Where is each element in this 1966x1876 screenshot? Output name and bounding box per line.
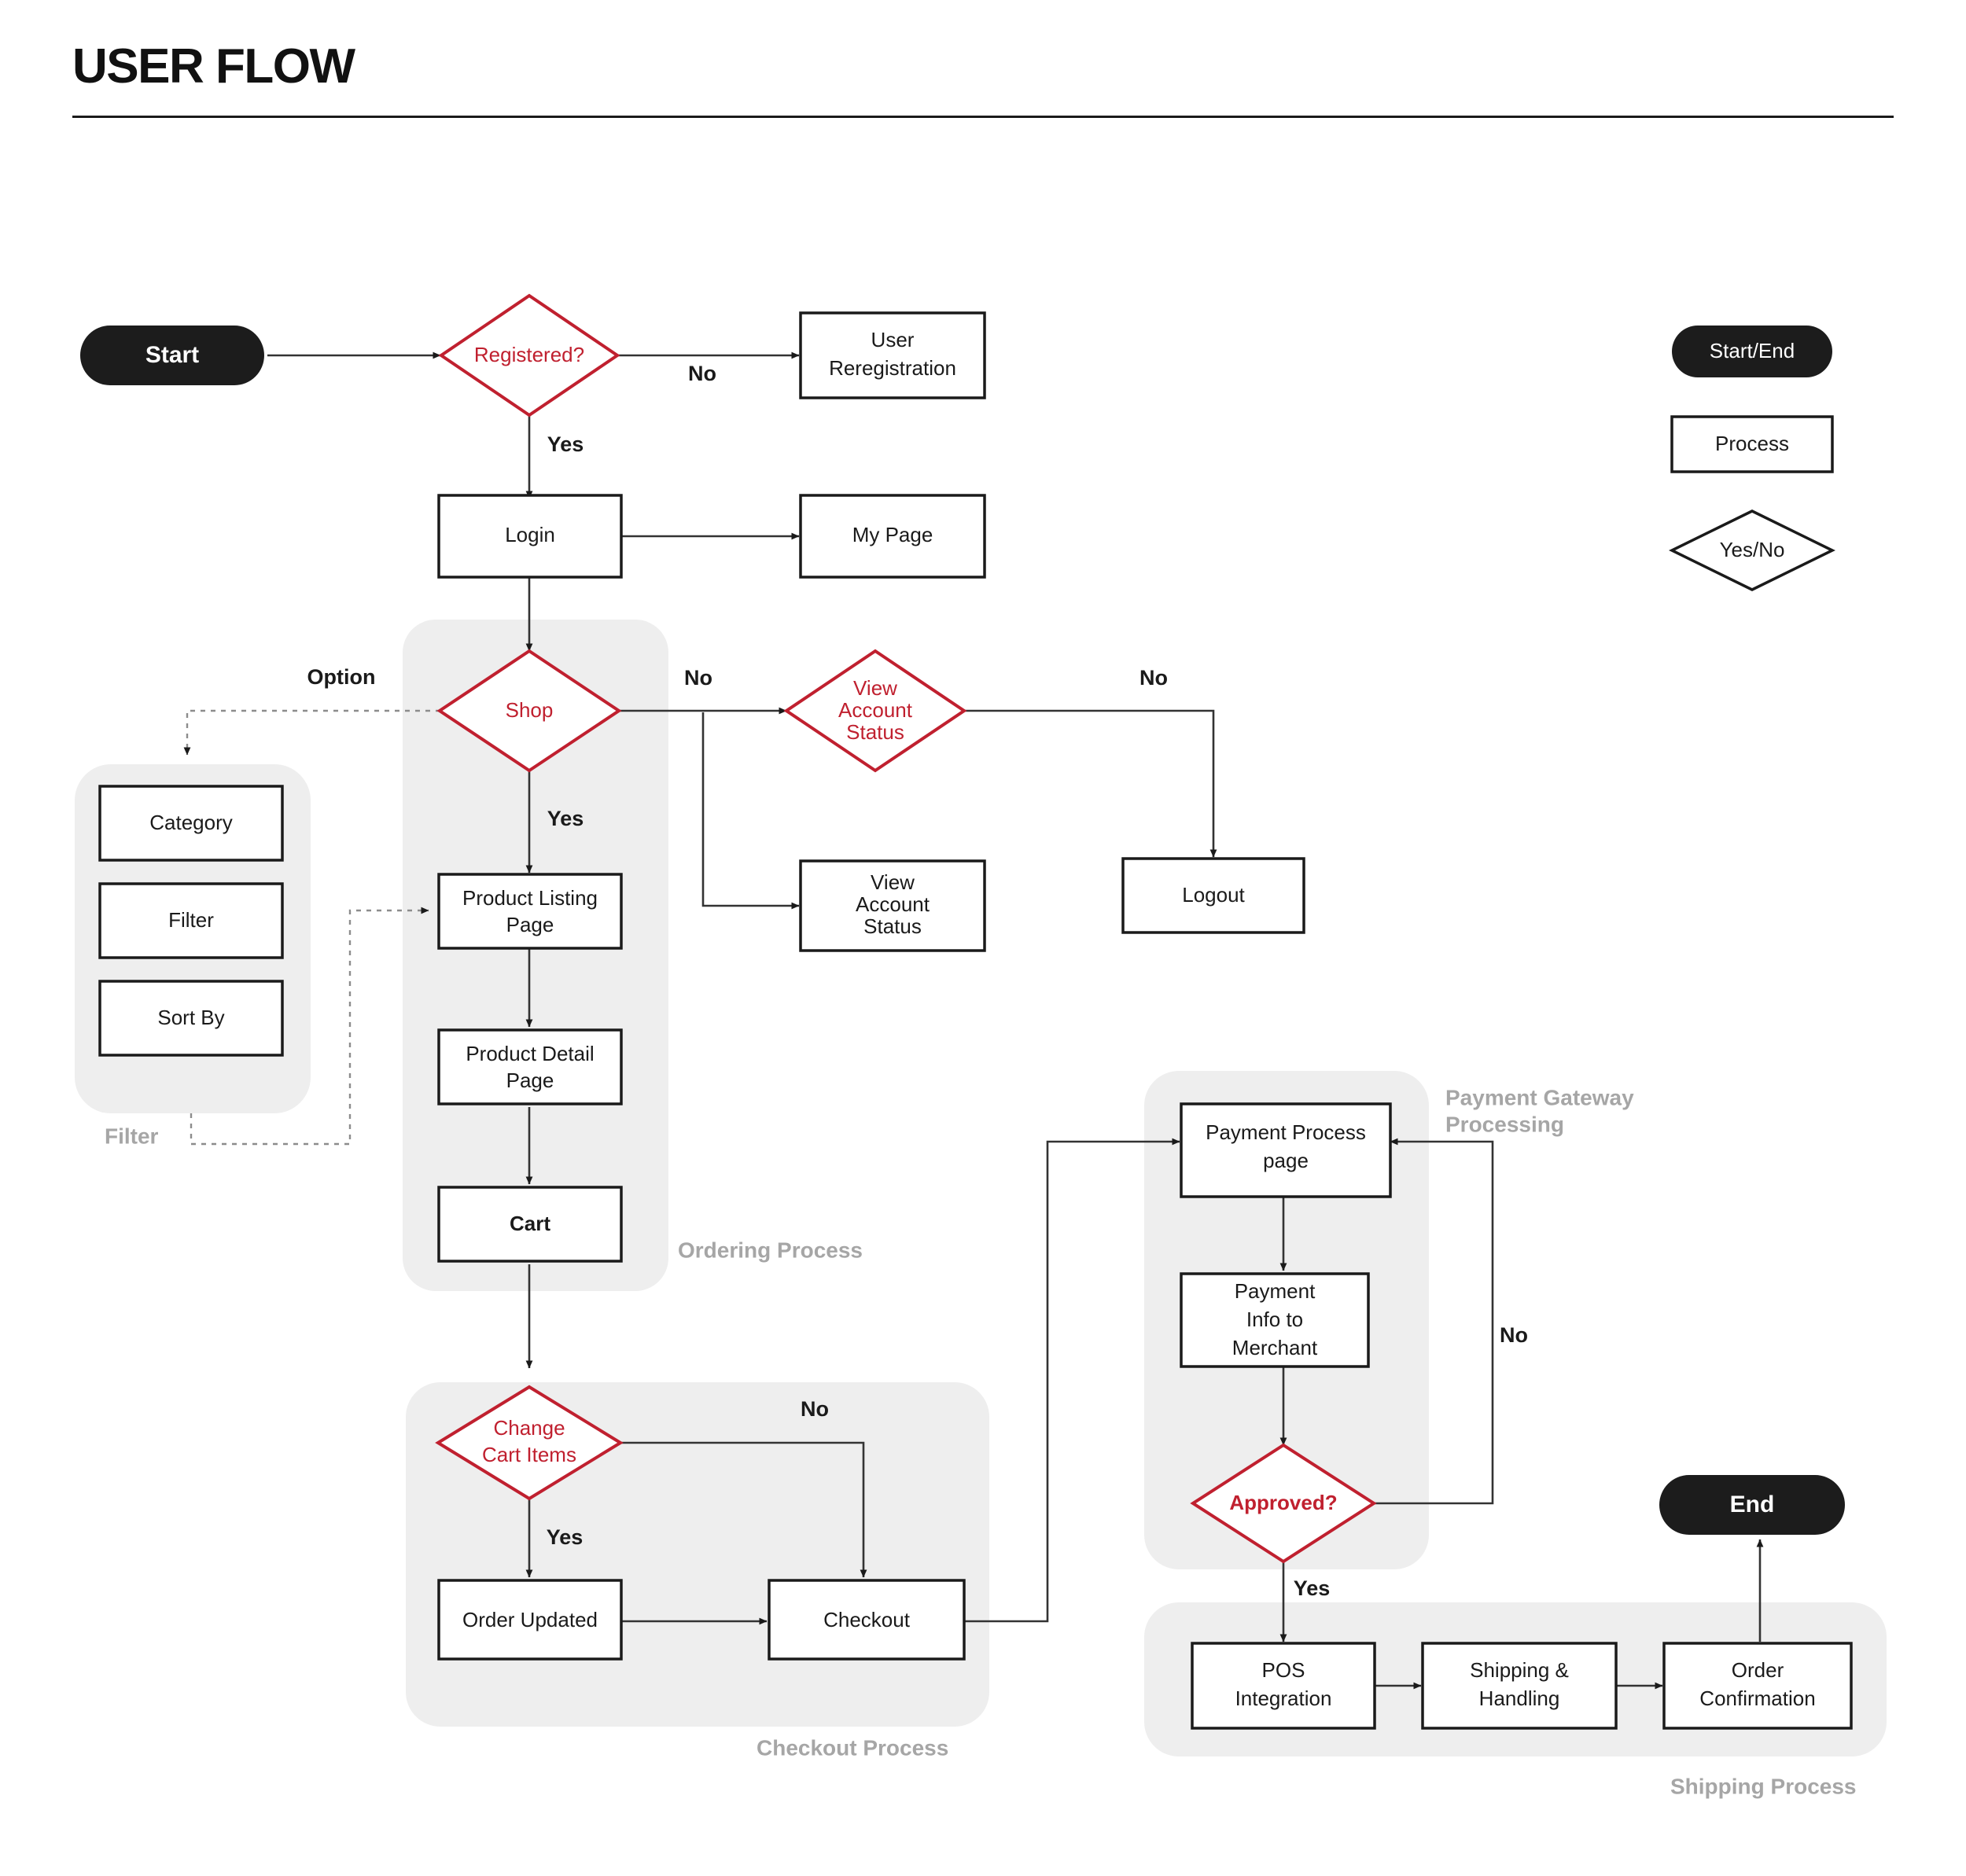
group-label-payment-gateway-line2: Processing: [1445, 1112, 1564, 1136]
edge-shop-to-view-account-box: [701, 712, 800, 910]
node-login[interactable]: Login: [437, 494, 623, 579]
node-login-label: Login: [505, 523, 555, 546]
node-sort-by[interactable]: Sort By: [98, 980, 284, 1057]
node-filter-label: Filter: [168, 908, 214, 932]
edge-view-account-no: [964, 709, 1217, 858]
node-payment-process-line1: Payment Process: [1206, 1120, 1366, 1144]
legend-label-yes-no: Yes/No: [1720, 538, 1785, 561]
node-order-updated[interactable]: Order Updated: [437, 1579, 623, 1661]
page-title: USER FLOW: [72, 39, 355, 94]
edge-label-approved-no: No: [1500, 1323, 1528, 1347]
node-shipping-handling-line2: Handling: [1479, 1687, 1560, 1710]
node-approved-decision[interactable]: Approved?: [1190, 1443, 1377, 1564]
edge-change-cart-no: [620, 1441, 867, 1578]
title-divider: [72, 116, 1894, 119]
legend: Start/End Process Yes/No: [1669, 326, 1835, 591]
edge-label-approved-yes: Yes: [1294, 1576, 1331, 1600]
group-label-shipping-process: Shipping Process: [1670, 1774, 1857, 1798]
legend-label-process: Process: [1715, 432, 1789, 455]
node-shipping-handling[interactable]: Shipping & Handling: [1421, 1642, 1618, 1730]
node-change-cart-items-decision[interactable]: Change Cart Items: [435, 1385, 624, 1501]
node-view-account-diamond-line2: Account: [838, 698, 913, 722]
node-view-account-box-line3: Status: [863, 914, 922, 938]
node-product-detail-line2: Page: [506, 1069, 554, 1092]
group-label-checkout-process: Checkout Process: [757, 1735, 948, 1760]
edge-label-registered-yes: Yes: [547, 432, 584, 456]
node-cart[interactable]: Cart: [437, 1186, 623, 1263]
node-product-detail-line1: Product Detail: [466, 1042, 594, 1065]
node-change-cart-line1: Change: [493, 1416, 565, 1440]
node-checkout[interactable]: Checkout: [768, 1579, 966, 1661]
legend-item-yes-no: Yes/No: [1669, 509, 1835, 591]
node-pos-line2: Integration: [1235, 1687, 1332, 1710]
node-end-label: End: [1730, 1492, 1775, 1517]
node-user-reregistration-line2: Reregistration: [829, 356, 956, 380]
edge-checkout-to-payment: [963, 1138, 1180, 1623]
edge-label-change-cart-no: No: [801, 1397, 829, 1421]
node-start[interactable]: Start: [80, 326, 264, 385]
legend-item-start-end: Start/End: [1672, 326, 1832, 377]
group-ordering-process: [403, 620, 668, 1291]
node-shipping-handling-line1: Shipping &: [1470, 1658, 1569, 1682]
legend-label-start-end: Start/End: [1710, 339, 1795, 362]
node-logout-label: Logout: [1182, 883, 1245, 907]
node-checkout-label: Checkout: [823, 1608, 911, 1631]
node-category-label: Category: [149, 811, 233, 834]
legend-item-process: Process: [1670, 415, 1834, 473]
node-order-confirmation-line1: Order: [1732, 1658, 1784, 1682]
node-order-updated-label: Order Updated: [462, 1608, 598, 1631]
group-label-payment-gateway-line1: Payment Gateway: [1445, 1085, 1634, 1109]
edge-label-shop-option: Option: [307, 665, 376, 689]
node-approved-label: Approved?: [1229, 1491, 1337, 1514]
edge-shop-option-dotted: [183, 709, 440, 756]
node-pos-line1: POS: [1262, 1658, 1305, 1682]
node-product-listing-line2: Page: [506, 913, 554, 936]
node-change-cart-line2: Cart Items: [482, 1443, 576, 1466]
node-order-confirmation-line2: Confirmation: [1699, 1687, 1815, 1710]
edge-label-shop-yes: Yes: [547, 807, 584, 830]
node-product-listing-page[interactable]: Product Listing Page: [437, 873, 623, 950]
page-header: USER FLOW: [72, 39, 1894, 119]
group-label-filter: Filter: [105, 1124, 159, 1148]
node-payment-info-line3: Merchant: [1232, 1336, 1318, 1359]
node-end[interactable]: End: [1659, 1475, 1845, 1535]
node-view-account-box-line2: Account: [856, 892, 930, 916]
node-filter[interactable]: Filter: [98, 882, 284, 959]
node-shop-label: Shop: [506, 698, 554, 722]
edge-label-shop-no: No: [684, 666, 712, 690]
node-registered-decision[interactable]: Registered?: [438, 293, 620, 418]
node-payment-info-line2: Info to: [1246, 1308, 1303, 1331]
edge-approved-no: [1374, 1138, 1494, 1505]
node-product-detail-page[interactable]: Product Detail Page: [437, 1028, 623, 1105]
node-view-account-status-decision[interactable]: View Account Status: [783, 649, 967, 773]
node-view-account-box-line1: View: [871, 870, 915, 894]
edge-label-change-cart-yes: Yes: [547, 1525, 584, 1549]
node-payment-info-to-merchant[interactable]: Payment Info to Merchant: [1180, 1272, 1370, 1368]
node-pos-integration[interactable]: POS Integration: [1191, 1642, 1376, 1730]
node-logout[interactable]: Logout: [1121, 857, 1305, 934]
node-start-label: Start: [145, 342, 199, 368]
node-payment-process-line2: page: [1263, 1149, 1309, 1172]
node-my-page[interactable]: My Page: [799, 494, 986, 579]
node-my-page-label: My Page: [852, 523, 933, 546]
edge-filter-to-listing-dotted: [190, 907, 429, 1146]
edge-label-view-account-no: No: [1139, 666, 1168, 690]
node-shop-decision[interactable]: Shop: [436, 649, 622, 773]
node-cart-label: Cart: [510, 1212, 550, 1235]
group-label-ordering-process: Ordering Process: [678, 1238, 863, 1262]
node-user-reregistration[interactable]: User Reregistration: [799, 311, 986, 399]
node-view-account-diamond-line1: View: [853, 676, 897, 700]
node-payment-info-line1: Payment: [1235, 1279, 1316, 1303]
node-view-account-status-box[interactable]: View Account Status: [799, 859, 986, 952]
node-product-listing-line1: Product Listing: [462, 886, 598, 910]
node-category[interactable]: Category: [98, 785, 284, 862]
edge-label-registered-no: No: [688, 362, 716, 385]
node-view-account-diamond-line3: Status: [846, 720, 904, 744]
node-order-confirmation[interactable]: Order Confirmation: [1662, 1642, 1853, 1730]
node-user-reregistration-line1: User: [871, 328, 915, 351]
node-registered-label: Registered?: [474, 343, 584, 366]
node-payment-process-page[interactable]: Payment Process page: [1180, 1102, 1392, 1198]
node-sort-by-label: Sort By: [157, 1006, 224, 1029]
